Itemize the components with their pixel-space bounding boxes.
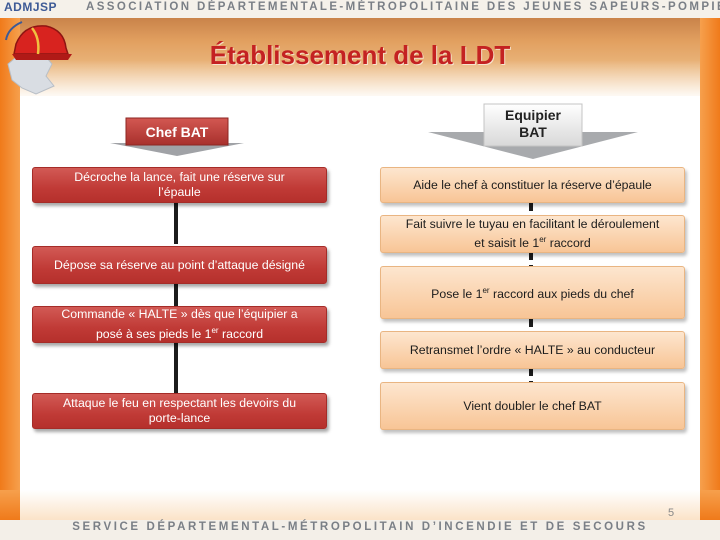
helmet-logo-icon — [2, 14, 84, 98]
slide-title: Établissement de la LDT — [209, 40, 511, 70]
page-number: 5 — [668, 507, 675, 519]
right-header-label: Equipier BAT — [504, 107, 561, 140]
right-connector — [529, 319, 533, 331]
right-connector — [529, 252, 533, 266]
equipier-step-4: Retransmet l’ordre « HALTE » au conducte… — [380, 331, 685, 369]
left-connector — [174, 341, 178, 393]
top-bar: ADMJSP ASSOCIATION DÉPARTEMENTALE-MÉTROP… — [0, 0, 720, 18]
right-connector — [529, 203, 533, 215]
footer-text: SERVICE DÉPARTEMENTAL-MÉTROPOLITAIN D’IN… — [72, 521, 648, 533]
left-header-label: Chef BAT — [145, 123, 209, 140]
chef-step-4: Attaque le feu en respectant les devoirs… — [32, 393, 327, 429]
right-header-chevron — [428, 103, 638, 159]
org-name: ASSOCIATION DÉPARTEMENTALE-MÉTROPOLITAIN… — [86, 1, 720, 13]
equipier-step-3: Pose le 1er raccord aux pieds du chef — [380, 266, 685, 319]
equipier-step-5: Vient doubler le chef BAT — [380, 382, 685, 430]
frame-right — [700, 0, 720, 540]
left-connector — [174, 200, 178, 244]
left-connector — [174, 282, 178, 306]
left-header-chevron — [110, 117, 244, 156]
logo-text: ADMJSP — [4, 0, 58, 14]
right-connector — [529, 368, 533, 382]
bottom-bar — [0, 490, 720, 540]
equipier-step-1: Aide le chef à constituer la réserve d’é… — [380, 167, 685, 203]
frame-left — [0, 0, 20, 540]
chef-step-2: Dépose sa réserve au point d’attaque dés… — [32, 246, 327, 284]
equipier-step-2: Fait suivre le tuyau en facilitant le dé… — [380, 215, 685, 253]
